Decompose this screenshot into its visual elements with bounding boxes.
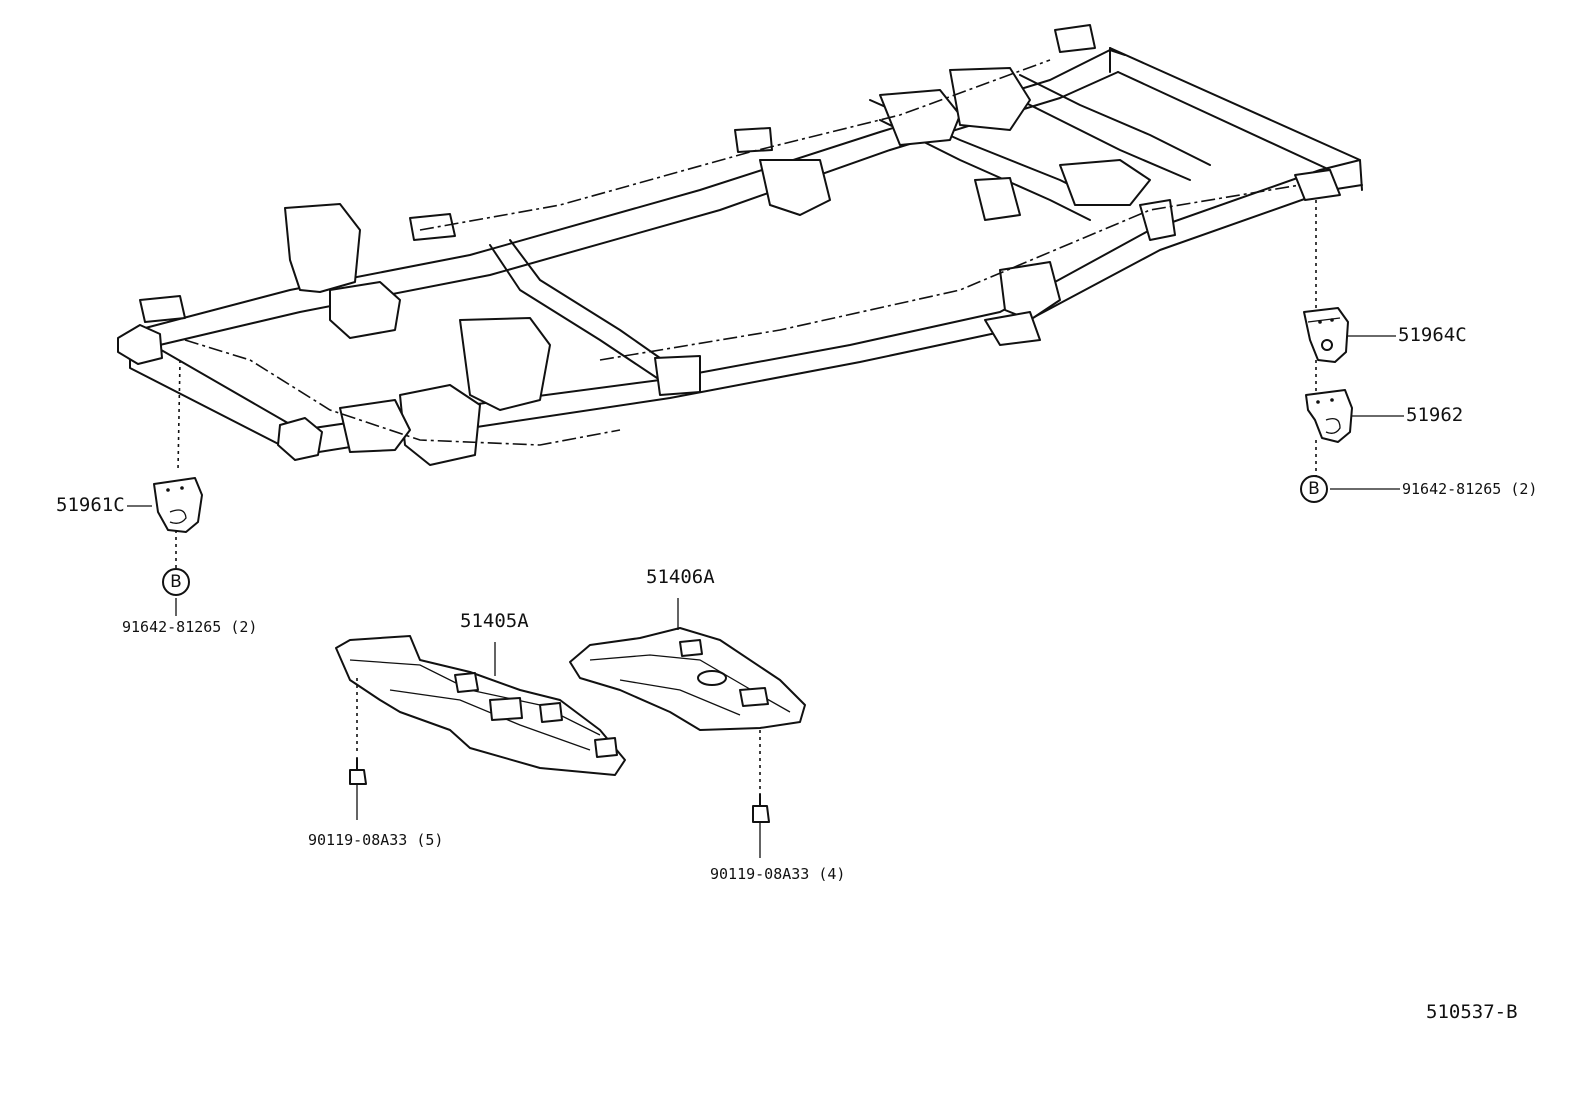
diagram-code: 510537-B bbox=[1426, 1001, 1518, 1023]
callout-b-right: B bbox=[1300, 475, 1328, 503]
bracket-51964c-icon bbox=[1303, 307, 1349, 363]
part-label-screw-left: 90119-08A33 (5) bbox=[308, 831, 444, 849]
hook-51961c-icon bbox=[153, 477, 203, 533]
part-label-51405a: 51405A bbox=[460, 610, 529, 632]
frame-assembly-icon bbox=[117, 24, 1363, 466]
part-label-screw-right: 90119-08A33 (4) bbox=[710, 865, 846, 883]
part-label-51961c: 51961C bbox=[56, 494, 125, 516]
bolt-left-icon bbox=[349, 757, 367, 820]
part-label-51962: 51962 bbox=[1406, 404, 1464, 426]
callout-b-left: B bbox=[162, 568, 190, 596]
part-label-bolt-right: 91642-81265 (2) bbox=[1402, 480, 1538, 498]
part-label-bolt-left: 91642-81265 (2) bbox=[122, 618, 258, 636]
under-cover-51405a-icon bbox=[335, 635, 626, 776]
part-label-51406a: 51406A bbox=[646, 566, 715, 588]
hook-51962-icon bbox=[1305, 389, 1353, 443]
part-label-51964c: 51964C bbox=[1398, 324, 1467, 346]
bolt-right-icon bbox=[752, 793, 770, 858]
under-cover-51406a-icon bbox=[569, 598, 806, 731]
